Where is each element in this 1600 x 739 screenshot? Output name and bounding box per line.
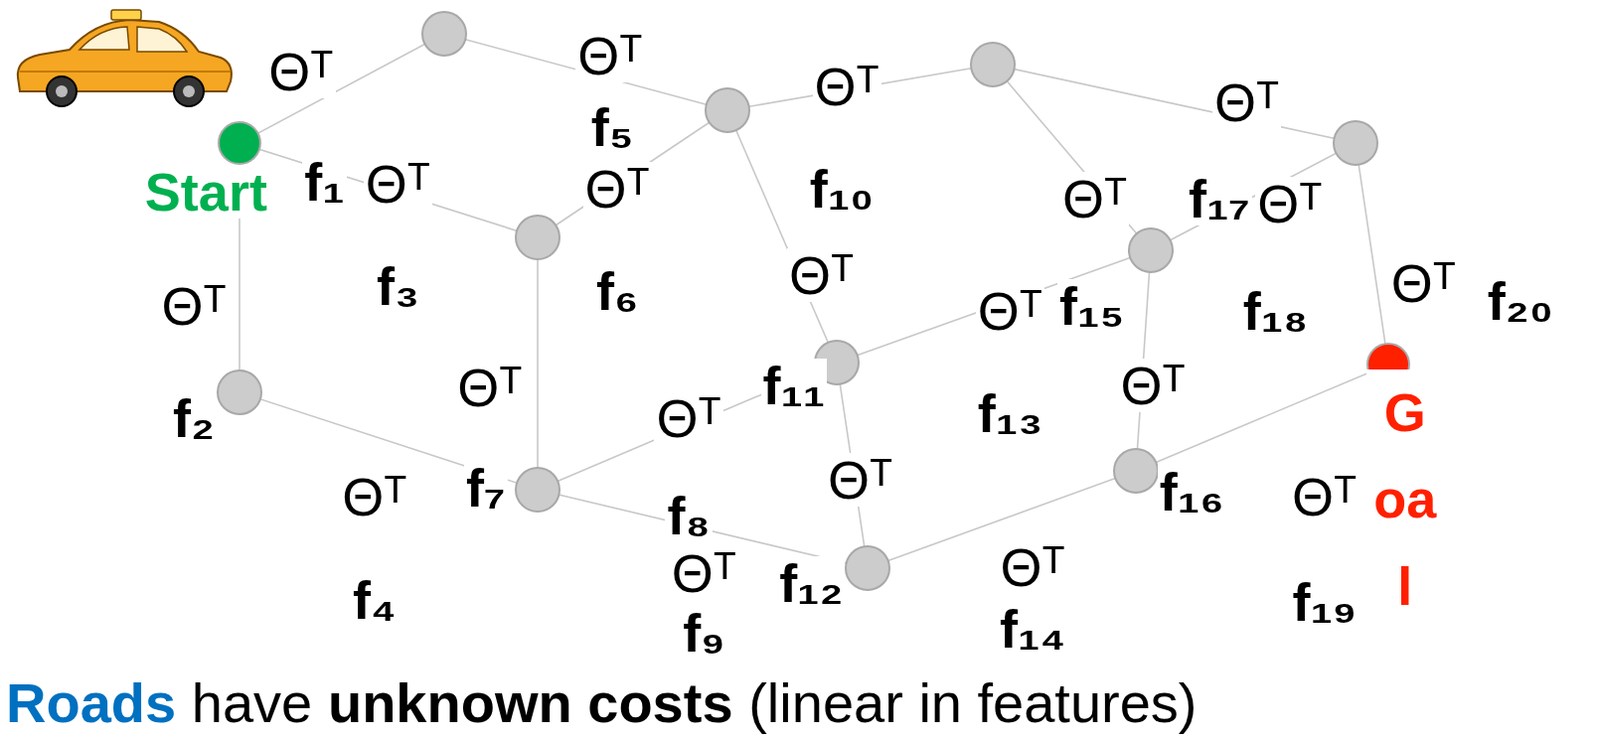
start-node: Start (217, 121, 262, 165)
feature-label: f₁₆ (1157, 465, 1227, 519)
weight-label: Θᵀ (455, 360, 524, 415)
feature-label: f₂₀ (1485, 274, 1556, 328)
feature-label: f₅ (589, 100, 637, 155)
weight-label: Θᵀ (812, 59, 882, 114)
caption-text: (linear in features) (748, 672, 1197, 735)
feature-label: f₁₇ (1186, 171, 1253, 226)
feature-label: f₁₈ (1241, 284, 1311, 338)
feature-label: f₁₄ (997, 602, 1068, 656)
feature-label: f₁₀ (807, 161, 877, 216)
caption-text: unknown costs (327, 672, 734, 735)
feature-label: f₁₂ (777, 556, 845, 611)
node-label: Goal (1366, 369, 1443, 631)
feature-label: f₇ (464, 461, 508, 515)
feature-label: f₉ (680, 606, 727, 660)
weight-label: Θᵀ (1060, 171, 1129, 226)
feature-label: f₁₉ (1289, 575, 1359, 630)
caption-text: Roads (5, 672, 176, 735)
weight-label: Θᵀ (1212, 75, 1281, 130)
taxi-car (17, 9, 232, 107)
weight-label: Θᵀ (825, 453, 895, 507)
weight-label: Θᵀ (159, 279, 228, 333)
weight-label: Θᵀ (583, 161, 652, 216)
weight-label: Θᵀ (1389, 256, 1458, 311)
feature-label: f₂ (170, 391, 217, 446)
weight-label: Θᵀ (1255, 176, 1324, 231)
weight-label: Θᵀ (1289, 470, 1359, 524)
weight-label: Θᵀ (669, 546, 739, 601)
feature-label: f₁₃ (975, 386, 1045, 441)
weight-label: Θᵀ (653, 391, 723, 446)
caption-text: have (191, 672, 313, 735)
weight-label: Θᵀ (575, 28, 644, 83)
feature-label: f₄ (350, 573, 399, 628)
feature-label: f₁₅ (1057, 279, 1126, 333)
weight-label: Θᵀ (997, 540, 1067, 595)
goal-node: Goal (1366, 342, 1411, 387)
caption-line: Roadshaveunknown costs(linear in feature… (5, 672, 1213, 735)
feature-label: f₈ (664, 488, 712, 543)
feature-label: f₆ (594, 264, 641, 319)
weight-label: Θᵀ (339, 470, 409, 524)
node-label: Start (143, 164, 270, 219)
weight-label: Θᵀ (787, 248, 856, 303)
feature-label: f₃ (374, 259, 422, 314)
weight-label: Θᵀ (266, 44, 335, 99)
weight-label: Θᵀ (975, 284, 1045, 338)
weight-label: Θᵀ (1119, 358, 1188, 413)
weight-label: Θᵀ (363, 157, 433, 211)
feature-label: f₁₁ (761, 358, 828, 413)
feature-label: f₁ (302, 155, 346, 209)
